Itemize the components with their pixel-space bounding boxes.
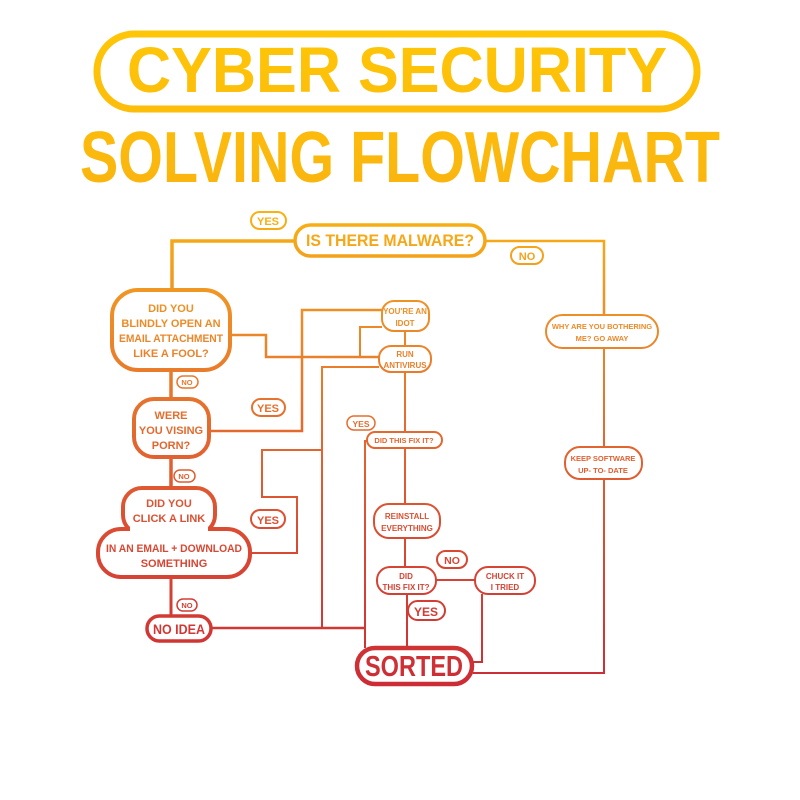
connector-malware-no — [485, 239, 606, 315]
node-no-idea-label: NO IDEA — [153, 622, 205, 637]
pill-click-no-label: NO — [181, 601, 192, 610]
node-reinstall — [373, 503, 441, 539]
pill-porn-yes-label: YES — [257, 403, 279, 415]
pill-click-yes-label: YES — [257, 515, 279, 527]
node-email-attachment-line1: DID YOU — [148, 303, 194, 315]
pill-malware-no-label: NO — [519, 251, 536, 263]
title-line2: SOLVING FLOWCHART — [80, 118, 720, 198]
node-run-antivirus-line2: ANTIVIRUS — [383, 361, 427, 370]
connector-malware-yes — [170, 239, 295, 290]
node-did-fix-2 — [376, 566, 437, 595]
node-youre-an-idot-line1: YOU'RE AN — [383, 307, 427, 316]
node-keep-software — [564, 446, 643, 480]
pill-fix1-yes-label: YES — [352, 419, 369, 429]
node-email-attachment-line2: BLINDLY OPEN AN — [121, 318, 220, 330]
connector-download-yes — [249, 449, 322, 554]
node-porn-line2: YOU VISING — [139, 425, 203, 437]
pill-fix2-yes-label: YES — [414, 605, 438, 619]
node-run-antivirus-line1: RUN — [396, 350, 414, 359]
pill-porn-yes — [251, 398, 286, 417]
node-no-idea — [145, 614, 213, 643]
node-bothering-line2: ME? GO AWAY — [576, 334, 629, 343]
node-reinstall-line1: REINSTALL — [385, 512, 429, 521]
node-porn-line1: WERE — [155, 410, 188, 422]
pill-fix1-yes — [346, 415, 376, 431]
pill-click-yes — [250, 509, 286, 529]
pill-malware-yes-label: YES — [257, 216, 279, 228]
node-run-antivirus — [378, 345, 432, 373]
cloud-weld — [130, 523, 208, 538]
connector-chuck-sorted — [472, 594, 483, 663]
node-porn — [132, 397, 211, 459]
pill-fix2-no-label: NO — [444, 555, 460, 567]
pill-porn-no — [173, 469, 196, 483]
node-did-fix-1 — [366, 431, 443, 449]
pill-fix2-yes — [407, 600, 446, 621]
node-email-attachment — [110, 288, 232, 372]
node-did-fix-1-label: DID THIS FIX IT? — [374, 436, 434, 445]
node-reinstall-line2: EVERYTHING — [381, 524, 433, 533]
pill-click-no — [176, 598, 198, 612]
node-did-fix-2-line2: THIS FIX IT? — [382, 583, 429, 592]
node-sorted — [354, 645, 475, 687]
node-porn-line3: PORN? — [152, 440, 191, 452]
node-keep-software-line1: KEEP SOFTWARE — [571, 454, 636, 463]
connector-fix1-yes-sorted — [364, 440, 369, 648]
node-youre-an-idot-line2: IDOT — [395, 319, 414, 328]
pill-fix2-no — [436, 550, 468, 569]
node-email-download-line2: SOMETHING — [141, 558, 208, 570]
node-keep-software-line2: UP- TO- DATE — [578, 466, 628, 475]
node-chuck-it — [474, 566, 536, 595]
connector-porn-yes — [209, 308, 382, 433]
connector-email-yes-branch — [359, 326, 382, 357]
node-bothering-line1: WHY ARE YOU BOTHERING — [552, 322, 652, 331]
node-chuck-it-line2: I TRIED — [491, 583, 520, 592]
title-pill-outline — [93, 30, 701, 113]
title-line1: CYBER SECURITY — [127, 34, 667, 106]
connector-email-yes — [229, 333, 379, 359]
connector-trunk-antivirus — [321, 366, 379, 628]
node-malware-label: IS THERE MALWARE? — [306, 231, 474, 250]
pill-porn-no-label: NO — [178, 472, 189, 481]
node-click-link-line2: CLICK A LINK — [133, 513, 206, 525]
connector-keep-sorted — [473, 479, 605, 674]
node-click-link-line1: DID YOU — [146, 498, 192, 510]
node-chuck-it-line1: CHUCK IT — [486, 572, 524, 581]
node-email-attachment-line3: EMAIL ATTACHMENT — [119, 333, 223, 345]
node-email-download-line1: IN AN EMAIL + DOWNLOAD — [106, 543, 242, 555]
pill-malware-no — [510, 246, 544, 265]
node-malware — [293, 223, 487, 258]
node-bothering — [545, 314, 659, 349]
pill-malware-yes — [250, 211, 287, 230]
node-sorted-label: SORTED — [365, 651, 463, 683]
pill-email-no-label: NO — [181, 378, 192, 387]
node-email-attachment-line4: LIKE A FOOL? — [133, 348, 209, 360]
node-youre-an-idot — [381, 300, 430, 332]
pill-email-no — [176, 375, 199, 389]
node-did-fix-2-line1: DID — [399, 572, 413, 581]
